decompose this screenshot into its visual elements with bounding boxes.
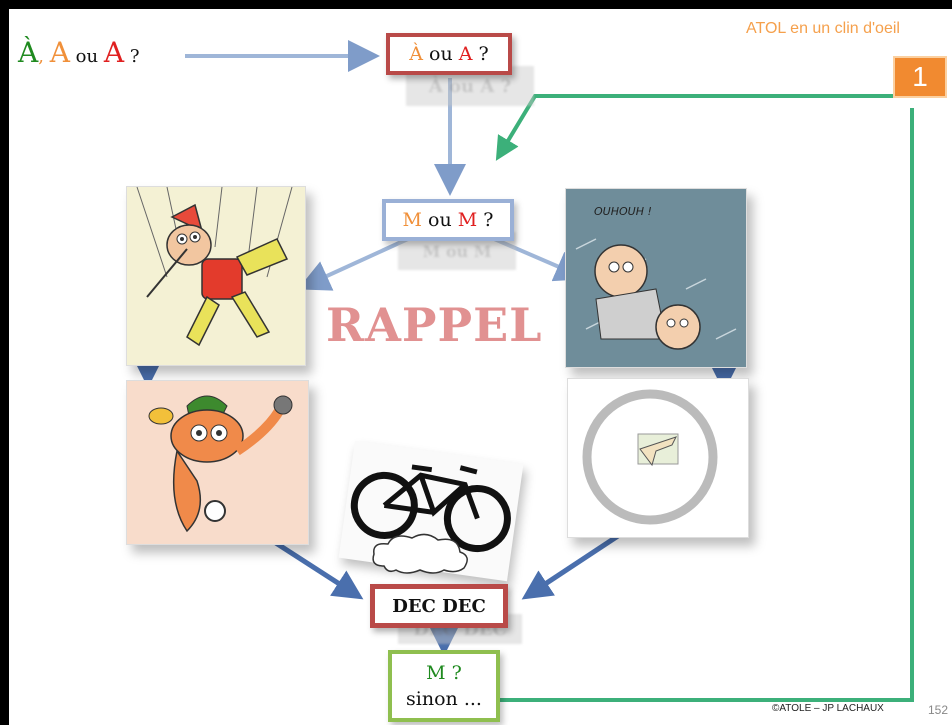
- node-m-or-m-or: ou: [428, 209, 452, 231]
- node-m-sinon-m: M: [426, 662, 446, 684]
- node-m-or-m: M ou M ?: [382, 199, 514, 241]
- frame-top-border: [0, 0, 952, 9]
- ant-reporter-illustration: [148, 395, 293, 533]
- title-a-red: A: [103, 36, 125, 69]
- footer-page-number: 152: [928, 703, 949, 717]
- node-a-or-a-q: ?: [478, 43, 489, 65]
- pinocchio-tile: [126, 186, 306, 366]
- node-m-sinon-line1: M ?: [426, 660, 462, 686]
- node-m-sinon-line2: sinon ...: [406, 688, 482, 710]
- pinocchio-illustration: [136, 187, 293, 347]
- node-m-sinon: M ? sinon ...: [388, 650, 500, 722]
- node-a-or-a-or: ou: [429, 43, 453, 65]
- node-dec-dec-label: DEC DEC: [392, 595, 486, 617]
- pointing-hand-illustration: [582, 389, 718, 525]
- title-or: ou: [75, 46, 99, 67]
- rappel-watermark: RAPPEL: [326, 298, 543, 352]
- node-m-or-m-q: ?: [483, 209, 494, 231]
- node-a-or-a-left: À: [409, 43, 423, 65]
- series-title: ATOL en un clin d'oeil: [746, 20, 900, 37]
- ant-reporter-tile: [126, 380, 309, 545]
- node-m-or-m-left: M: [402, 209, 422, 231]
- pointing-hand-tile: [567, 378, 749, 538]
- title-a-orange: A: [49, 36, 70, 69]
- title-a-grave: À: [18, 36, 39, 69]
- arrow-m-to-pinocchio: [297, 236, 411, 291]
- node-m-sinon-q: ?: [451, 662, 462, 684]
- bicycle-icon: [350, 464, 511, 553]
- arrow-feedback-top: [495, 94, 893, 161]
- footer-copyright: ©ATOLE – JP LACHAUX: [772, 703, 884, 714]
- frame-left-border: [0, 0, 9, 725]
- arrow-feedback-loop: [500, 108, 914, 702]
- title-sep: ,: [38, 46, 44, 67]
- surprised-tile: OUHOUH !: [565, 188, 747, 368]
- arrow-pointer-to-dec: [521, 525, 632, 600]
- cloud-icon: [372, 533, 468, 574]
- node-dec-dec: DEC DEC: [370, 584, 508, 628]
- node-a-or-a-right: A: [458, 43, 473, 65]
- node-a-or-a: À ou A ?: [386, 33, 512, 75]
- page-badge: 1: [893, 56, 947, 98]
- page-title: À, A ou A ?: [18, 36, 139, 69]
- surprised-illustration: [575, 204, 737, 350]
- surprised-text: OUHOUH !: [594, 205, 652, 218]
- node-m-or-m-right: M: [457, 209, 478, 231]
- title-question: ?: [129, 46, 140, 67]
- bicycle-image: [338, 440, 524, 582]
